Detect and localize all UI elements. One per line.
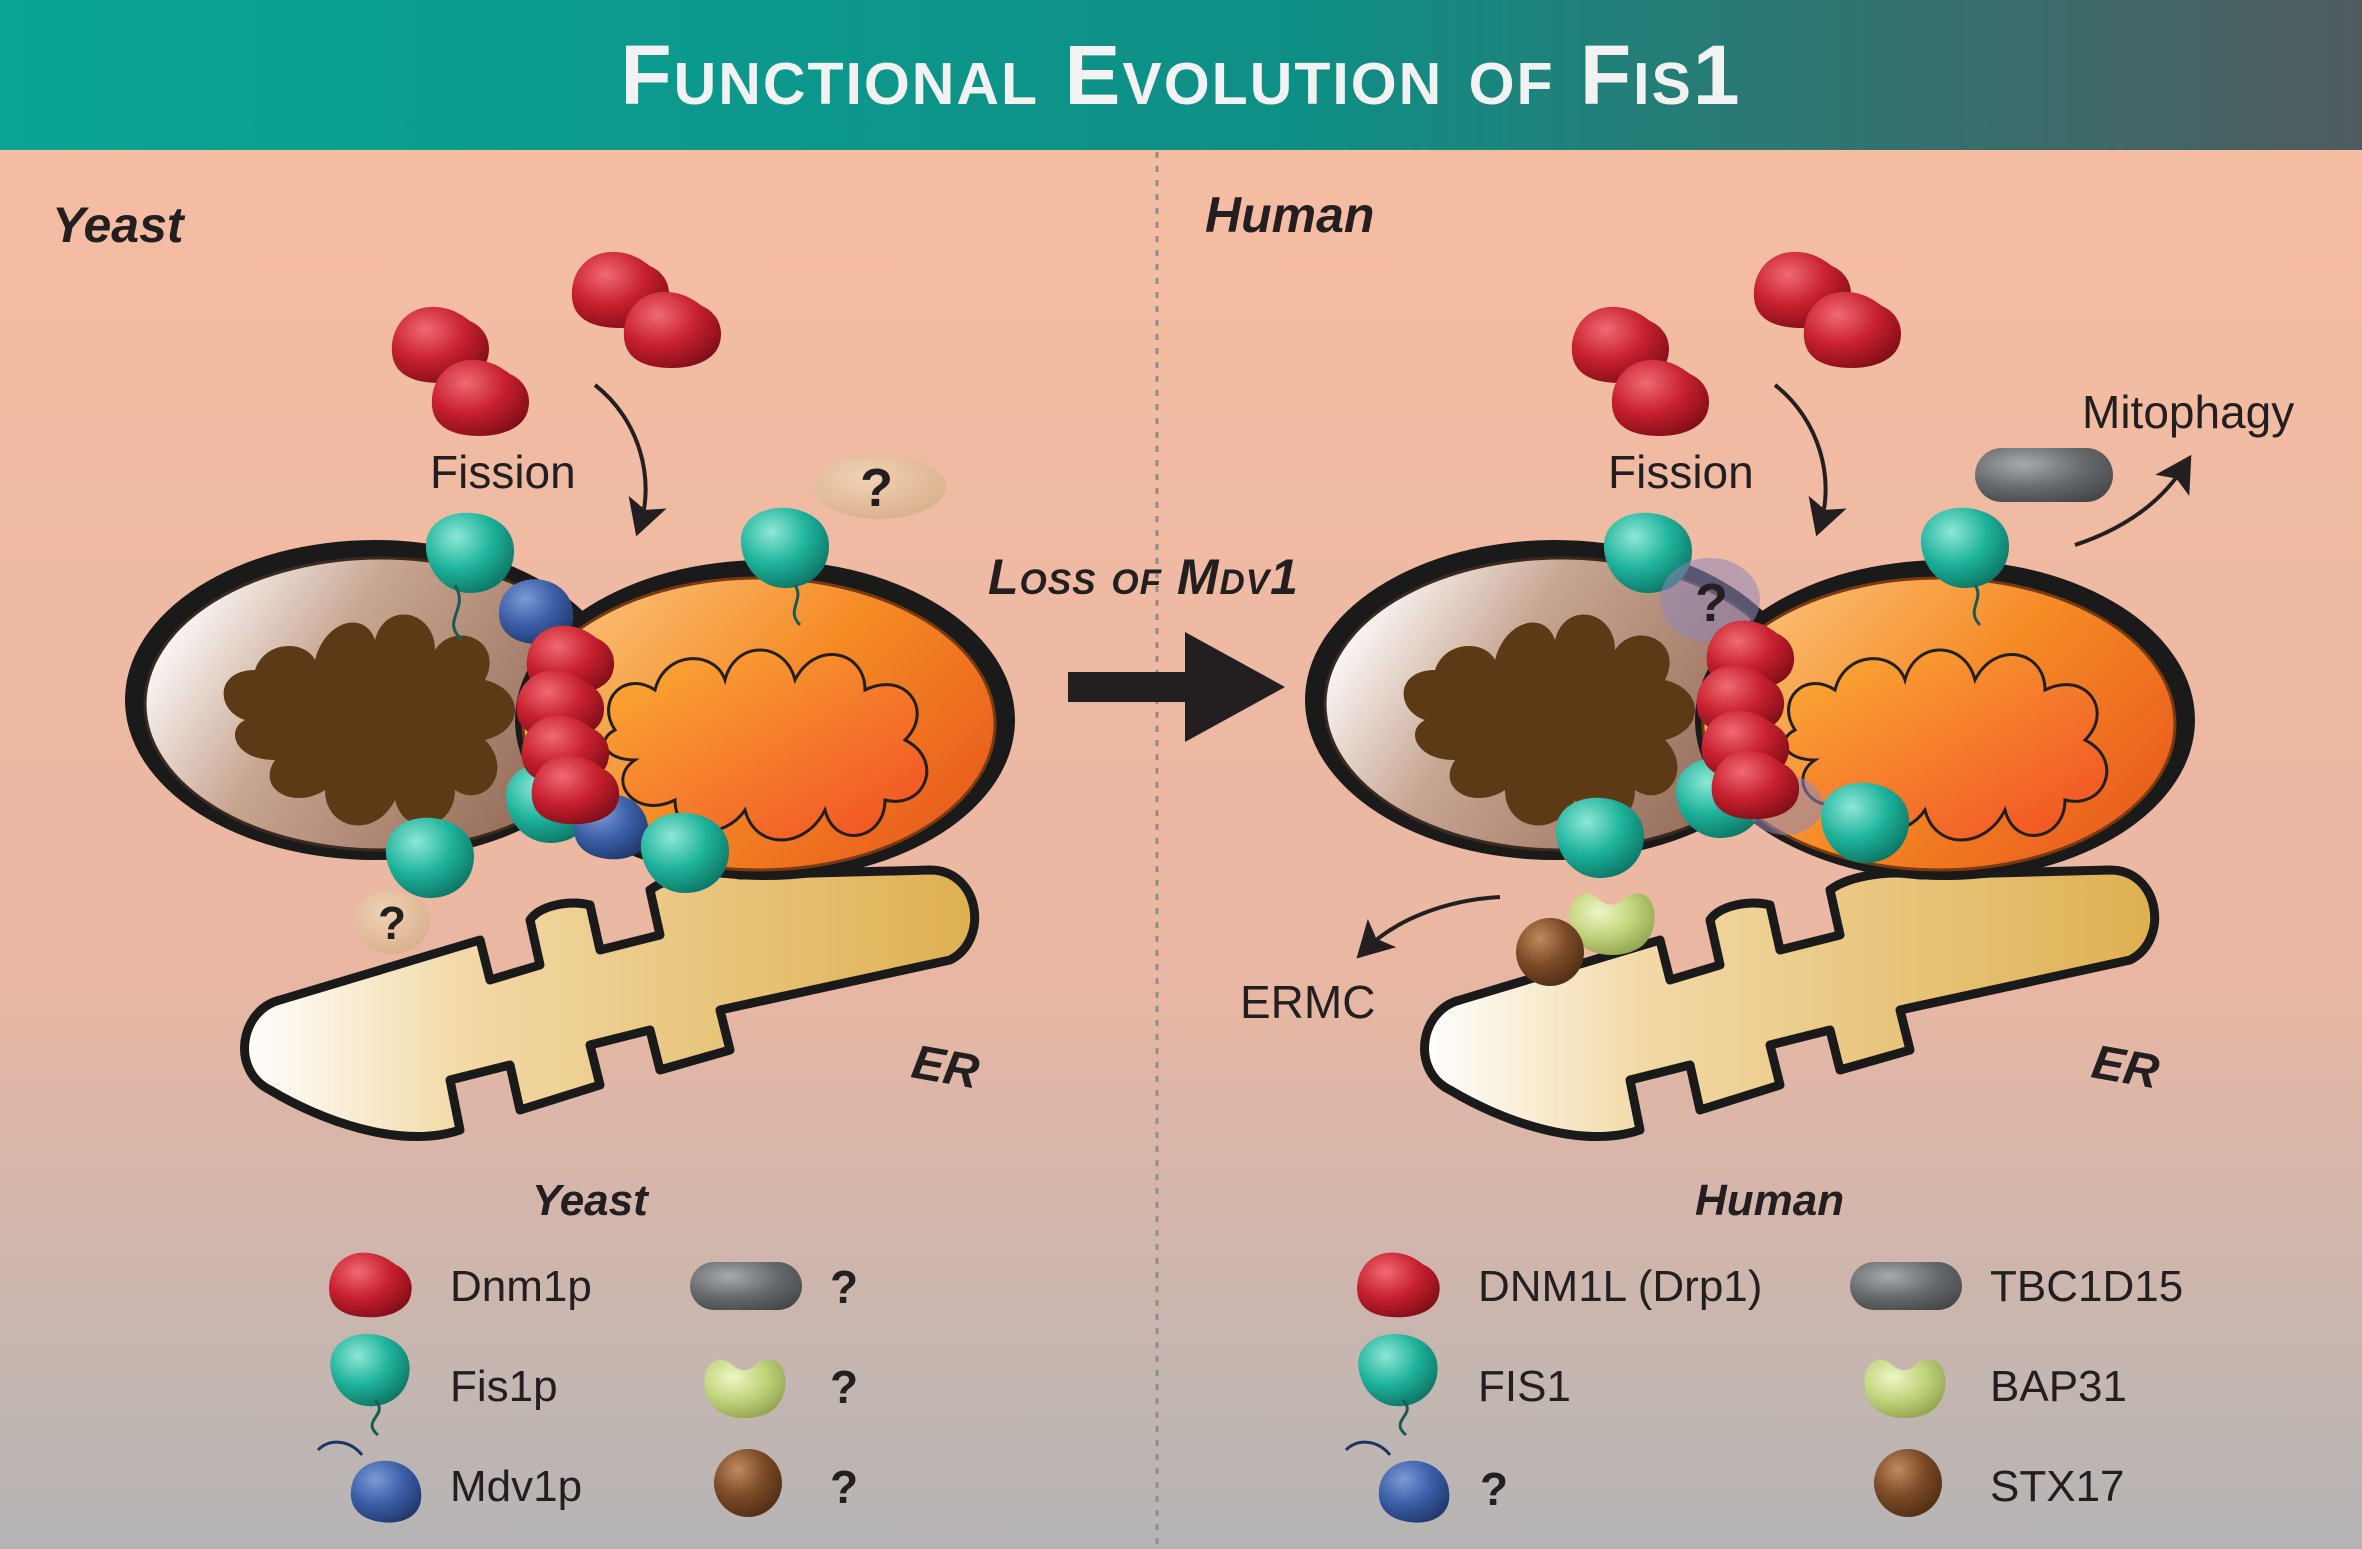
stx17-protein <box>1516 918 1584 986</box>
question-bubble-er <box>354 890 430 954</box>
question-mito-yeast: ? <box>860 458 893 518</box>
question-bubble-mito <box>814 455 946 519</box>
legend-human-icons <box>1344 1252 1962 1523</box>
title-banner <box>0 0 2362 150</box>
mitophagy-label: Mitophagy <box>2082 386 2295 438</box>
fission-arrow <box>593 383 667 537</box>
legend-item-label: STX17 <box>1990 1462 2125 1511</box>
legend-item-label: FIS1 <box>1478 1362 1571 1411</box>
question-er-yeast: ? <box>378 897 407 949</box>
legend-yeast-icons <box>316 1252 802 1523</box>
er-label-yeast: ER <box>907 1035 983 1100</box>
legend-item-label: DNM1L (Drp1) <box>1478 1262 1763 1311</box>
ermc-label: ERMC <box>1240 976 1376 1028</box>
yeast-scene <box>123 251 1017 1137</box>
tbc1d15-capsule <box>1975 448 2113 502</box>
mitophagy-arrow <box>2074 454 2192 547</box>
legend-item-label: ? <box>830 1261 859 1313</box>
panel-title-yeast: Yeast <box>52 197 184 253</box>
fission-label-human: Fission <box>1608 446 1754 498</box>
transition-arrow <box>1068 632 1285 742</box>
legend-item-label: ? <box>830 1361 859 1413</box>
legend-item-label: ? <box>1480 1463 1509 1515</box>
legend-title-human: Human <box>1695 1176 1845 1225</box>
transition-label: Loss of Mdv1 <box>988 549 1299 605</box>
panel-title-human: Human <box>1205 187 1375 243</box>
legend-item-label: BAP31 <box>1990 1362 2127 1411</box>
ermc-arrow <box>1356 895 1501 959</box>
er-label-human: ER <box>2087 1035 2163 1100</box>
legend-item-label: Mdv1p <box>450 1462 583 1511</box>
legend-item-label: Dnm1p <box>450 1262 592 1311</box>
legend-title-yeast: Yeast <box>532 1176 648 1225</box>
fission-label-yeast: Fission <box>430 446 576 498</box>
legend-item-label: ? <box>830 1461 859 1513</box>
figure-title: Functional Evolution of Fis1 <box>620 27 1742 122</box>
legend-item-label: Fis1p <box>450 1362 558 1411</box>
human-scene <box>1303 251 2197 1137</box>
fission-arrow-human <box>1773 383 1847 537</box>
legend-item-label: TBC1D15 <box>1990 1262 2184 1311</box>
unknown-adaptor-bubble <box>1660 558 1760 642</box>
question-interface-human: ? <box>1695 573 1728 633</box>
